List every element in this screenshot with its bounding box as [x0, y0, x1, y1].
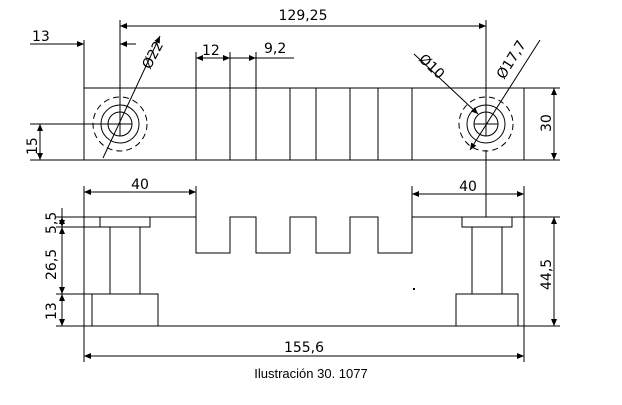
top-view-slot-lines [195, 88, 413, 160]
dim-12-9-2 [195, 52, 294, 88]
dim-30 [524, 87, 560, 161]
label-13-bottom: 13 [44, 302, 60, 320]
left-bolt [91, 216, 159, 327]
figure-caption: Ilustración 30. 1077 [254, 366, 368, 381]
label-26-5: 26,5 [44, 249, 60, 280]
dim-40-left [83, 186, 197, 217]
hole-center-marks [108, 112, 498, 136]
label-155-6: 155,6 [284, 340, 324, 356]
dim-15 [30, 123, 120, 161]
label-15: 15 [25, 137, 41, 155]
label-40-left: 40 [131, 177, 149, 193]
label-44-5: 44,5 [539, 259, 555, 290]
label-dia-10: Ø10 [415, 51, 447, 82]
right-bolt [455, 216, 519, 327]
dim-129-25 [119, 20, 487, 112]
dim-40-right [411, 186, 525, 217]
label-dia-17-7: Ø17,7 [494, 38, 530, 82]
dim-vertical-left [56, 208, 100, 327]
dim-44-5 [524, 216, 560, 327]
top-view [30, 20, 560, 161]
leader-dia-22 [102, 35, 161, 159]
leader-dia-10 [413, 53, 479, 115]
label-40-right: 40 [459, 179, 477, 195]
top-view-outline [83, 87, 525, 161]
label-129-25: 129,25 [279, 8, 328, 24]
leader-dia-17-7 [469, 39, 541, 151]
label-30: 30 [539, 114, 555, 132]
label-9-2: 9,2 [264, 41, 286, 57]
label-13: 13 [32, 29, 50, 45]
dim-13 [30, 40, 136, 88]
label-5-5: 5,5 [44, 212, 60, 234]
label-dia-22: Ø22 [139, 39, 167, 72]
front-view [56, 150, 560, 362]
dim-155-6 [83, 326, 525, 362]
label-12: 12 [202, 43, 220, 59]
stray-dot [413, 288, 415, 290]
front-view-outline [83, 216, 525, 327]
